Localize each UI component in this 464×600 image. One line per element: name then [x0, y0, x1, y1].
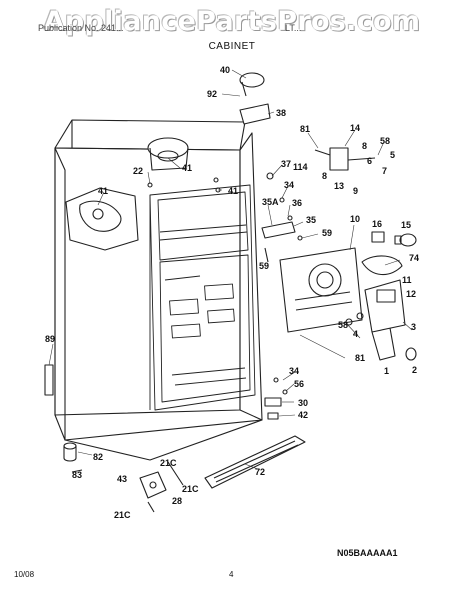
callout-21c-lower: 21C — [114, 510, 131, 520]
callout-34-bottom: 34 — [289, 366, 300, 376]
diagram-code: N05BAAAAA1 — [337, 548, 398, 558]
callout-72: 72 — [255, 467, 266, 477]
header-publication: Publication No. 241... — [38, 23, 124, 33]
callout-41-upper: 41 — [182, 163, 193, 173]
callout-41-inner: 41 — [228, 186, 239, 196]
callout-14: 14 — [350, 123, 361, 133]
callout-92: 92 — [207, 89, 218, 99]
callout-35a: 35A — [262, 197, 279, 207]
light-bulb — [394, 233, 417, 247]
light-shield — [361, 255, 403, 276]
header-model: LT... — [285, 23, 302, 33]
callout-36: 36 — [292, 198, 303, 208]
leveling-leg — [63, 442, 77, 462]
callout-74: 74 — [409, 253, 420, 263]
callout-59-left: 59 — [259, 261, 270, 271]
callout-21c-upper: 21C — [160, 458, 177, 468]
callout-40: 40 — [220, 65, 231, 75]
hinge-assembly — [139, 471, 167, 499]
callout-2: 2 — [412, 365, 418, 375]
rear-panel — [279, 247, 363, 333]
callout-37: 37 — [281, 159, 292, 169]
callout-11: 11 — [402, 275, 412, 285]
callout-28: 28 — [172, 496, 183, 506]
control-knob — [239, 72, 265, 97]
callout-83: 83 — [72, 470, 83, 480]
footer-page-number: 4 — [229, 570, 234, 579]
callout-22: 22 — [133, 166, 144, 176]
light-socket — [371, 231, 385, 243]
footer-date: 10/08 — [14, 570, 35, 579]
callout-34-top: 34 — [284, 180, 295, 190]
callout-42: 42 — [298, 410, 309, 420]
callout-3: 3 — [411, 322, 417, 332]
callout-7: 7 — [382, 166, 388, 176]
callout-81-top: 81 — [300, 124, 311, 134]
callout-15: 15 — [401, 220, 412, 230]
section-title: CABINET — [208, 41, 256, 52]
bottom-grille — [204, 435, 306, 489]
thermostat-bracket — [314, 147, 376, 171]
callout-41-side: 41 — [98, 186, 109, 196]
callout-38: 38 — [276, 108, 287, 118]
callout-8-b: 8 — [322, 171, 328, 181]
callout-10: 10 — [350, 214, 361, 224]
callout-35: 35 — [306, 215, 317, 225]
callout-16: 16 — [372, 219, 383, 229]
inner-liner — [149, 184, 256, 411]
damper-housing — [364, 279, 406, 361]
callout-13: 13 — [334, 181, 345, 191]
callout-43: 43 — [117, 474, 128, 484]
power-cord-bracket — [44, 364, 54, 396]
callout-6: 6 — [367, 156, 373, 166]
callout-114: 114 — [293, 162, 308, 172]
callout-12: 12 — [406, 289, 417, 299]
mounting-bracket — [261, 221, 296, 239]
callout-30: 30 — [298, 398, 309, 408]
callout-8-a: 8 — [362, 141, 368, 151]
watermark: AppliancePartsPros.com — [43, 6, 421, 37]
control-housing — [239, 103, 271, 125]
callout-5: 5 — [390, 150, 396, 160]
callout-81-mid: 81 — [355, 353, 366, 363]
callout-58-top: 58 — [380, 136, 391, 146]
callout-59-right: 59 — [322, 228, 333, 238]
callout-21c-right: 21C — [182, 484, 199, 494]
callout-82: 82 — [93, 452, 104, 462]
cabinet-body — [54, 119, 263, 461]
side-insulation-panel — [65, 187, 139, 251]
callout-4: 4 — [353, 329, 359, 339]
leader-lines — [48, 69, 413, 471]
callout-89: 89 — [45, 334, 56, 344]
callout-58-mid: 58 — [338, 320, 349, 330]
callout-9: 9 — [353, 186, 359, 196]
callout-56: 56 — [294, 379, 305, 389]
callout-1: 1 — [384, 366, 390, 376]
small-hardware — [71, 172, 417, 513]
